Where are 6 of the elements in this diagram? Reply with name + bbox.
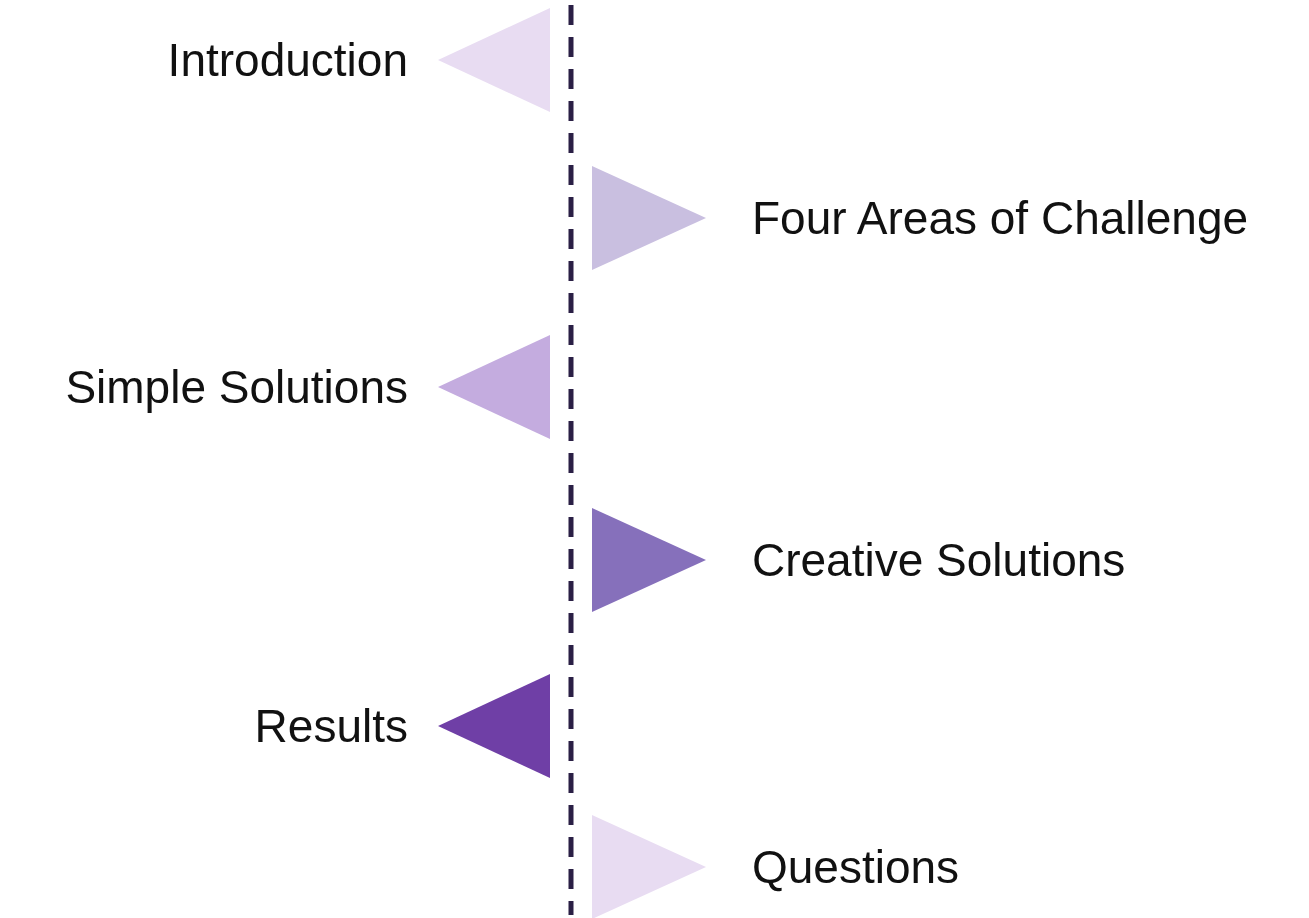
- agenda-item-label: Questions: [752, 840, 960, 894]
- agenda-item-label: Introduction: [167, 33, 408, 87]
- agenda-item-label: Four Areas of Challenge: [752, 191, 1249, 245]
- agenda-item-label: Simple Solutions: [65, 360, 408, 414]
- agenda-item-label: Results: [254, 699, 408, 753]
- agenda-item-label: Creative Solutions: [752, 533, 1126, 587]
